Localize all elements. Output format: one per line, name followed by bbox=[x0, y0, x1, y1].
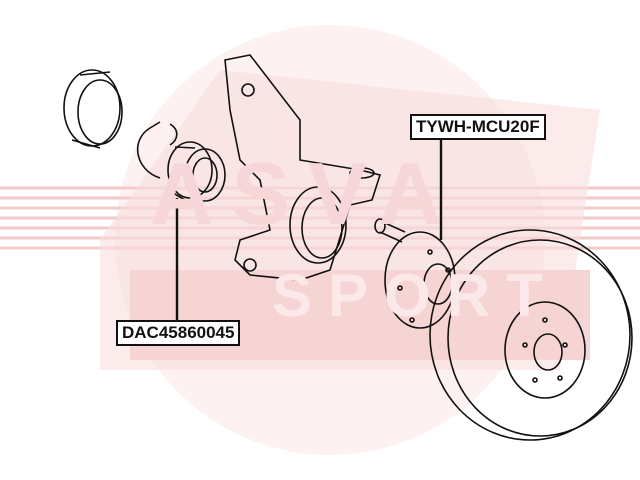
parts-drawing bbox=[63, 54, 633, 441]
part-label-hub: TYWH-MCU20F bbox=[410, 114, 546, 140]
snap-ring bbox=[136, 121, 178, 179]
seal-ring bbox=[63, 69, 123, 149]
wheel-hub bbox=[384, 231, 456, 329]
brake-disc bbox=[429, 229, 633, 441]
watermark-text-asva: ASVA bbox=[150, 144, 460, 243]
watermark-text-sport: SPORT bbox=[272, 262, 559, 329]
part-label-bearing: DAC45860045 bbox=[116, 320, 241, 346]
hub-bolt bbox=[374, 218, 406, 243]
steering-knuckle bbox=[224, 54, 382, 281]
bearing bbox=[167, 141, 226, 202]
